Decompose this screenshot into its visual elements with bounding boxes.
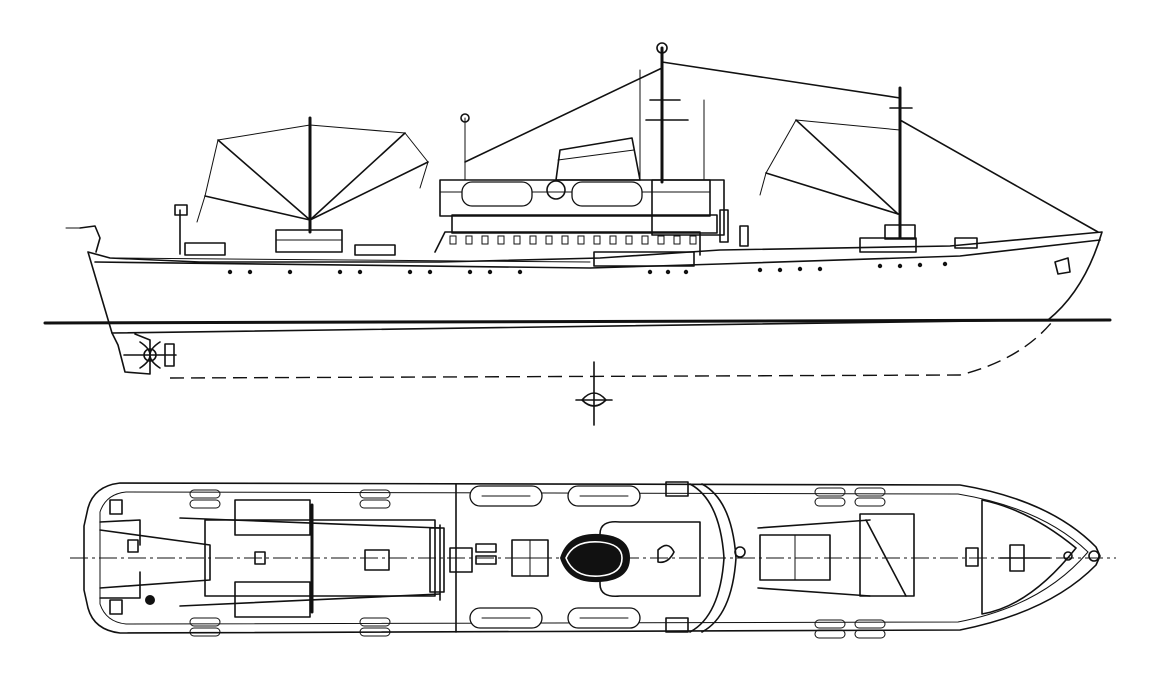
window xyxy=(673,235,681,245)
porthole xyxy=(897,263,903,269)
superstructure xyxy=(434,137,749,267)
porthole xyxy=(917,262,923,268)
window xyxy=(513,235,521,245)
porthole xyxy=(942,261,948,267)
waterline xyxy=(43,318,1112,325)
bridge xyxy=(651,179,725,236)
porthole xyxy=(777,267,783,273)
window xyxy=(481,235,489,245)
window xyxy=(577,235,585,245)
forward-crane xyxy=(759,86,916,240)
bollard-pair xyxy=(189,617,221,627)
porthole xyxy=(247,269,253,275)
porthole xyxy=(877,263,883,269)
porthole xyxy=(665,269,671,275)
window xyxy=(609,235,617,245)
porthole xyxy=(517,269,523,275)
window xyxy=(465,235,473,245)
midship-house xyxy=(449,481,746,633)
bollard-pair xyxy=(854,487,886,497)
window xyxy=(593,235,601,245)
forecastle-bulwark xyxy=(859,237,917,253)
anchor-icon xyxy=(1054,257,1071,275)
stern-deck xyxy=(99,499,211,615)
profile-view xyxy=(43,42,1112,426)
bollard-pair xyxy=(359,617,391,627)
porthole xyxy=(683,269,689,275)
keel-line xyxy=(169,321,1053,379)
lifeboat-plan xyxy=(567,485,641,507)
porthole xyxy=(817,266,823,272)
porthole xyxy=(227,269,233,275)
porthole xyxy=(427,269,433,275)
hull-profile xyxy=(87,231,1103,334)
porthole xyxy=(357,269,363,275)
porthole xyxy=(407,269,413,275)
porthole xyxy=(487,269,493,275)
stern-house xyxy=(184,242,226,256)
porthole xyxy=(647,269,653,275)
lifeboat-plan xyxy=(469,607,543,629)
window xyxy=(689,235,697,245)
bollard-pair xyxy=(814,619,846,629)
lifeboats-plan xyxy=(469,485,641,629)
window xyxy=(657,235,665,245)
window xyxy=(625,235,633,245)
portholes xyxy=(227,261,948,275)
porthole xyxy=(467,269,473,275)
lifeboat-profile xyxy=(461,181,533,207)
lifeboat-profile xyxy=(571,181,643,207)
porthole xyxy=(287,269,293,275)
lifeboat-plan xyxy=(469,485,543,507)
bollard-pair xyxy=(814,487,846,497)
window xyxy=(545,235,553,245)
window xyxy=(641,235,649,245)
bollard-pair xyxy=(854,619,886,629)
porthole xyxy=(797,266,803,272)
deck-fittings xyxy=(189,487,886,639)
deck-line xyxy=(94,239,1101,269)
aft-crane xyxy=(196,116,429,253)
window xyxy=(561,235,569,245)
porthole xyxy=(337,269,343,275)
window xyxy=(529,235,537,245)
forward-hatch xyxy=(757,513,915,597)
masts-rigging xyxy=(460,42,1099,233)
bollard-pair xyxy=(359,489,391,499)
aft-hatch xyxy=(179,499,445,618)
window xyxy=(449,235,457,245)
midship-mark xyxy=(575,361,613,426)
plan-view xyxy=(70,481,1116,639)
bollard-pair xyxy=(189,489,221,499)
hull-plan xyxy=(83,482,1101,634)
porthole xyxy=(757,267,763,273)
rudder-propeller xyxy=(111,332,177,375)
forecastle-deck xyxy=(965,499,1077,615)
lifeboat-plan xyxy=(567,607,641,629)
window xyxy=(497,235,505,245)
